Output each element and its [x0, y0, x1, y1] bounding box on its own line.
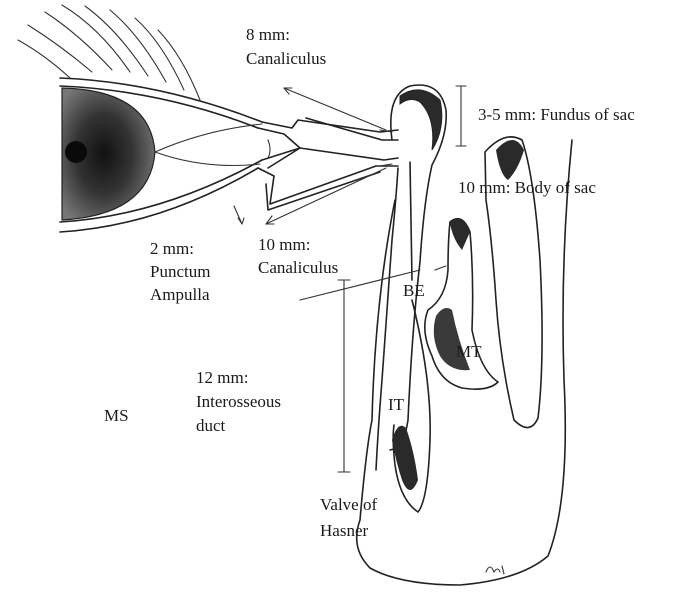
label-punctum: Punctum [150, 262, 210, 281]
canaliculi [258, 118, 398, 210]
label-canaliculus-top: Canaliculus [246, 49, 326, 68]
nasal-wall [300, 137, 572, 585]
label-it: IT [388, 395, 405, 414]
lacrimal-sac [376, 85, 446, 470]
label-interosseous-length: 12 mm: [196, 368, 248, 387]
label-body-of-sac: 10 mm: Body of sac [458, 178, 596, 197]
label-fundus: 3-5 mm: Fundus of sac [478, 105, 635, 124]
label-be: BE [403, 281, 425, 300]
fundus-shading-icon [400, 90, 442, 150]
eyelashes [18, 5, 200, 100]
eye [60, 78, 270, 232]
label-hasner: Hasner [320, 521, 368, 540]
label-valve-of: Valve of [320, 495, 377, 514]
label-canaliculus-low-length: 10 mm: [258, 235, 310, 254]
signature-mark-icon [486, 566, 504, 574]
label-ampulla: Ampulla [150, 285, 210, 304]
label-ms: MS [104, 406, 129, 425]
inferior-turbinate-icon [392, 426, 418, 490]
label-canaliculus-top-length: 8 mm: [246, 25, 290, 44]
pupil-icon [65, 141, 87, 163]
upper-turbinate-shading-icon [496, 140, 524, 180]
label-punctum-length: 2 mm: [150, 239, 194, 258]
label-canaliculus-low: Canaliculus [258, 258, 338, 277]
middle-turbinate-tip-icon [450, 219, 470, 250]
label-mt: MT [456, 342, 482, 361]
label-interosseous: Interosseous [196, 392, 281, 411]
label-duct: duct [196, 416, 226, 435]
